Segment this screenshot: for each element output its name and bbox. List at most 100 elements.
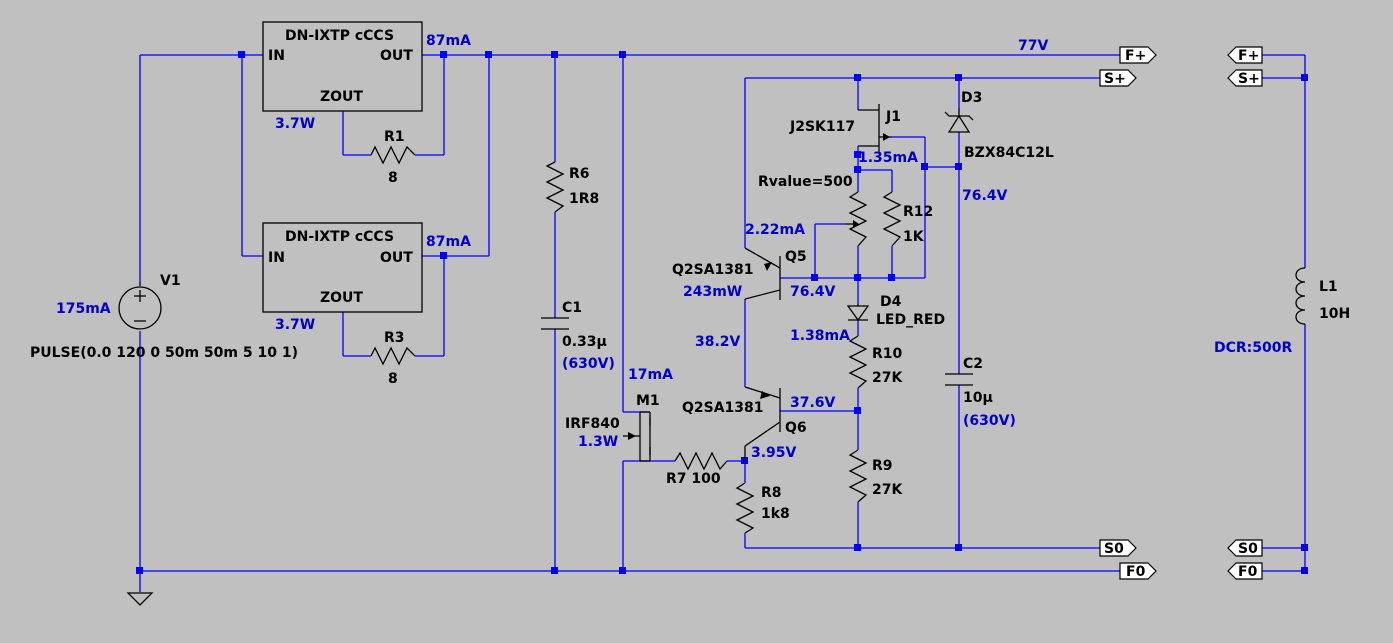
svg-text:F+: F+ xyxy=(1125,48,1146,64)
flag-f-zero-right[interactable]: F0 xyxy=(1227,562,1263,580)
q6-vemit: 3.95V xyxy=(751,445,797,461)
q5-ref: Q5 xyxy=(785,249,807,265)
j1-current: 1.35mA xyxy=(858,150,918,166)
ccs-top-pin-in: IN xyxy=(268,48,285,64)
m1-part: IRF840 xyxy=(565,416,620,432)
q6-vcol: 38.2V xyxy=(695,334,741,350)
rail-voltage: 77V xyxy=(1018,38,1048,54)
d3-voltage: 76.4V xyxy=(962,188,1008,204)
transistor-q6[interactable] xyxy=(744,386,781,461)
flag-s-zero-right[interactable]: S0 xyxy=(1227,539,1263,557)
r1-value: 8 xyxy=(388,170,398,186)
r12-value: 1K xyxy=(903,229,925,245)
resistor-r7[interactable] xyxy=(674,451,728,471)
r8-ref: R8 xyxy=(761,485,782,501)
svg-text:F+: F+ xyxy=(1238,48,1259,64)
d4-part: LED_RED xyxy=(876,312,945,328)
mosfet-m1[interactable] xyxy=(623,411,651,462)
j1-ref: J1 xyxy=(885,109,901,125)
r8-value: 1k8 xyxy=(761,506,790,522)
v1-source: PULSE(0.0 120 0 50m 50m 5 10 1) xyxy=(30,345,298,361)
ccs-top-name: DN-IXTP cCCS xyxy=(285,28,394,44)
q5-vbase: 76.4V xyxy=(790,284,836,300)
r6-value: 1R8 xyxy=(569,191,599,207)
l1-dcr: DCR:500R xyxy=(1214,340,1292,356)
pot-rvalue: Rvalue=500 xyxy=(758,174,853,190)
ccs-block-top[interactable]: DN-IXTP cCCS IN OUT ZOUT xyxy=(262,21,423,112)
r10-ref: R10 xyxy=(872,346,903,362)
svg-text:F0: F0 xyxy=(1238,564,1258,580)
d3-part: BZX84C12L xyxy=(964,145,1054,161)
resistor-r12[interactable] xyxy=(882,191,902,247)
d4-ref: D4 xyxy=(880,294,902,310)
q5-part: Q2SA1381 xyxy=(672,262,754,278)
flag-f-zero-left[interactable]: F0 xyxy=(1119,562,1157,580)
ccs-bottom-pin-out: OUT xyxy=(380,250,413,266)
capacitor-c1[interactable] xyxy=(541,317,569,330)
voltage-source-v1[interactable] xyxy=(118,282,162,330)
r10-value: 27K xyxy=(872,370,903,386)
ccs-block-bottom[interactable]: DN-IXTP cCCS IN OUT ZOUT xyxy=(262,222,423,313)
v1-ref: V1 xyxy=(160,273,181,289)
wires xyxy=(139,54,1306,592)
v1-current: 175mA xyxy=(56,301,111,317)
resistor-r9[interactable] xyxy=(848,449,868,503)
flag-f-plus-left[interactable]: F+ xyxy=(1119,46,1157,64)
r1-ref: R1 xyxy=(384,129,405,145)
ccs-bottom-name: DN-IXTP cCCS xyxy=(285,229,394,245)
m1-ref: M1 xyxy=(636,393,660,409)
resistor-r6[interactable] xyxy=(545,161,565,213)
ccs-bottom-pin-zout: ZOUT xyxy=(320,290,363,306)
q6-ref: Q6 xyxy=(785,420,807,436)
c1-value: 0.33µ xyxy=(562,334,607,350)
ccs-top-current: 87mA xyxy=(426,33,471,49)
r6-ref: R6 xyxy=(569,166,590,182)
led-d4[interactable] xyxy=(846,304,870,322)
r12-ref: R12 xyxy=(903,204,933,220)
resistor-r8[interactable] xyxy=(735,482,755,534)
q6-part: Q2SA1381 xyxy=(682,400,764,416)
q6-vbase: 37.6V xyxy=(790,395,836,411)
resistor-r3[interactable] xyxy=(370,346,416,366)
d4-current: 1.38mA xyxy=(790,328,850,344)
ccs-top-power: 3.7W xyxy=(275,116,315,132)
q5-current: 2.22mA xyxy=(745,222,805,238)
potentiometer[interactable] xyxy=(845,191,868,247)
jfet-j1[interactable] xyxy=(858,104,892,152)
transistor-q5[interactable] xyxy=(744,247,781,300)
ccs-bottom-power: 3.7W xyxy=(275,317,315,333)
svg-text:S0: S0 xyxy=(1104,541,1124,557)
flag-s-zero-left[interactable]: S0 xyxy=(1099,539,1137,557)
c2-value: 10µ xyxy=(963,390,993,406)
d3-ref: D3 xyxy=(961,90,982,106)
l1-value: 10H xyxy=(1319,306,1350,322)
q5-power: 243mW xyxy=(683,284,742,300)
r9-ref: R9 xyxy=(872,458,893,474)
m1-power: 1.3W xyxy=(578,434,618,450)
svg-text:S+: S+ xyxy=(1104,71,1126,87)
flag-s-plus-right[interactable]: S+ xyxy=(1227,69,1263,87)
r3-ref: R3 xyxy=(384,330,405,346)
svg-text:F0: F0 xyxy=(1126,564,1146,580)
zener-d3[interactable] xyxy=(944,108,974,133)
c2-ref: C2 xyxy=(963,356,983,372)
ccs-bottom-current: 87mA xyxy=(426,234,471,250)
capacitor-c2[interactable] xyxy=(945,373,973,386)
c1-rating: (630V) xyxy=(562,356,615,372)
flag-f-plus-right[interactable]: F+ xyxy=(1227,46,1263,64)
r7-label: R7 100 xyxy=(666,471,721,487)
resistor-r10[interactable] xyxy=(848,335,868,389)
svg-text:S+: S+ xyxy=(1238,71,1260,87)
m1-current: 17mA xyxy=(628,367,673,383)
r9-value: 27K xyxy=(872,482,903,498)
l1-ref: L1 xyxy=(1319,279,1338,295)
flag-s-plus-left[interactable]: S+ xyxy=(1099,69,1137,87)
resistor-r1[interactable] xyxy=(370,145,416,165)
junction-dots xyxy=(136,51,1308,574)
ccs-top-pin-zout: ZOUT xyxy=(320,89,363,105)
ground-symbol xyxy=(126,592,154,606)
ccs-bottom-pin-in: IN xyxy=(268,250,285,266)
inductor-l1[interactable] xyxy=(1295,267,1306,325)
